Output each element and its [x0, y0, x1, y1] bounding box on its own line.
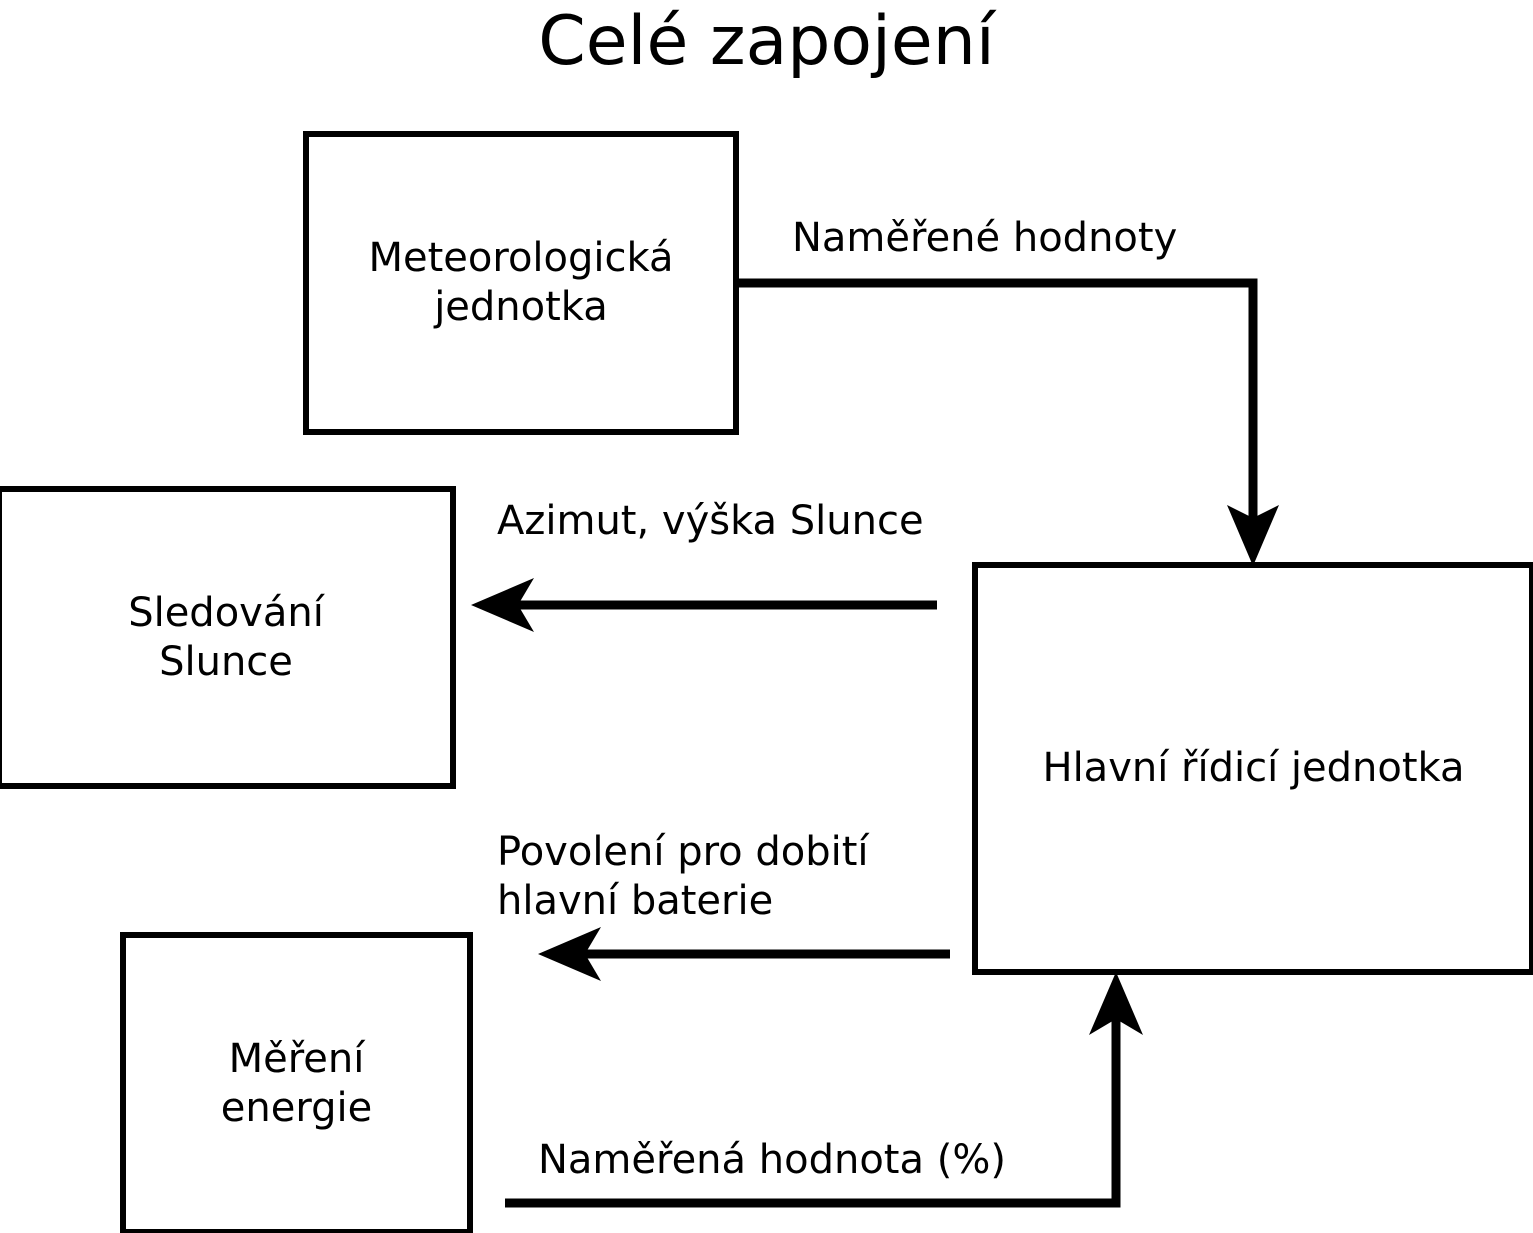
node-mereni-energie[interactable]: Měření energie — [120, 932, 473, 1233]
edge-label-azimuth-sun-height: Azimut, výška Slunce — [497, 498, 924, 544]
node-meteorologicka-jednotka[interactable]: Meteorologická jednotka — [303, 131, 739, 435]
node-hlavni-ridici-jednotka[interactable]: Hlavní řídicí jednotka — [972, 562, 1533, 975]
connector-measured-values — [737, 278, 1279, 566]
page-title: Celé zapojení — [538, 2, 995, 81]
edge-label-charge-permission: Povolení pro dobití hlavní baterie — [497, 829, 869, 924]
edge-label-measured-value-percent: Naměřená hodnota (%) — [538, 1137, 1006, 1183]
connector-charge-permission — [538, 927, 950, 981]
connector-measured-value-percent — [505, 972, 1143, 1208]
node-label-meteorologicka-jednotka: Meteorologická jednotka — [368, 235, 674, 330]
node-label-hlavni-ridici-jednotka: Hlavní řídicí jednotka — [1042, 745, 1465, 792]
node-label-sledovani-slunce: Sledování Slunce — [128, 589, 324, 685]
edge-label-measured-values: Naměřené hodnoty — [792, 215, 1178, 261]
connector-azimuth-sun-height — [471, 578, 937, 632]
node-sledovani-slunce[interactable]: Sledování Slunce — [0, 486, 456, 789]
node-label-mereni-energie: Měření energie — [220, 1035, 373, 1131]
